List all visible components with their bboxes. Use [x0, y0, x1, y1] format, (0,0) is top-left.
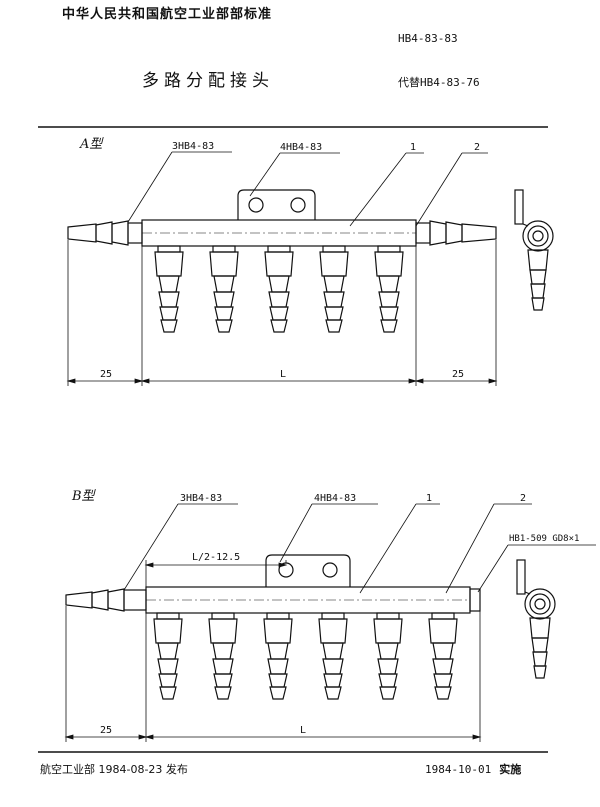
type-a-callout-part-2: 2 [474, 142, 480, 153]
type-b-label: B型 [71, 489, 97, 504]
implementation-label: 实施 [499, 763, 522, 776]
type-a-label: A型 [79, 137, 104, 152]
type-b-dim-length: L [300, 725, 306, 736]
type-b-dim-half: L/2-12.5 [192, 552, 240, 563]
type-a-callout-bracket: 4HB4-83 [280, 142, 322, 153]
type-b-branch-3 [263, 612, 293, 700]
type-a-branch-2 [209, 245, 239, 333]
type-b-end-plug [469, 588, 481, 612]
type-a-branch-4 [319, 245, 349, 333]
type-a-branch-1 [154, 245, 184, 333]
type-a-right-nipple [415, 220, 497, 246]
type-b-dim-left: 25 [100, 725, 112, 736]
type-a-drawing: A型 [66, 137, 554, 386]
type-a-left-nipple [67, 220, 143, 246]
type-b-callout-nipple: 3HB4-83 [180, 493, 222, 504]
type-a-dim-right: 25 [452, 369, 464, 380]
type-a-branch-5 [374, 245, 404, 333]
type-a-callout-nipple: 3HB4-83 [172, 141, 214, 152]
type-b-left-nipple [65, 588, 147, 612]
standard-number: HB4-83-83 [398, 32, 458, 45]
replaces-standard: 代替HB4-83-76 [398, 76, 480, 89]
type-b-branch-5 [373, 612, 403, 700]
type-b-callout-part-2: 2 [520, 493, 526, 504]
issue-date: 航空工业部 1984-08-23 发布 [40, 763, 188, 776]
type-a-side-view [514, 189, 554, 311]
type-a-callout-part-1: 1 [410, 142, 416, 153]
implementation-date: 1984-10-01 [425, 763, 492, 776]
type-b-half-dimension [144, 560, 288, 587]
type-b-branch-4 [318, 612, 348, 700]
type-a-mounting-bracket [237, 189, 316, 220]
page-title: 多路分配接头 [142, 71, 274, 91]
type-a-branch-3 [264, 245, 294, 333]
type-b-branch-2 [208, 612, 238, 700]
type-a-dim-left: 25 [100, 369, 112, 380]
type-b-callout-bracket: 4HB4-83 [314, 493, 356, 504]
type-a-dim-length: L [280, 369, 286, 380]
type-b-mounting-bracket [265, 554, 351, 587]
implementation-date-line: 1984-10-01 实施 [425, 761, 521, 777]
standard-organization: 中华人民共和国航空工业部部标准 [62, 7, 273, 22]
type-b-callout-part-1: 1 [426, 493, 432, 504]
type-b-drawing: B型 [64, 489, 596, 742]
type-b-branch-1 [153, 612, 183, 700]
type-b-branch-6 [428, 612, 458, 700]
type-b-side-view [516, 559, 556, 679]
type-a-dimensions [66, 240, 498, 386]
type-b-dimensions [64, 606, 482, 742]
type-b-callout-plug: HB1-509 GD8×1 [509, 534, 579, 544]
